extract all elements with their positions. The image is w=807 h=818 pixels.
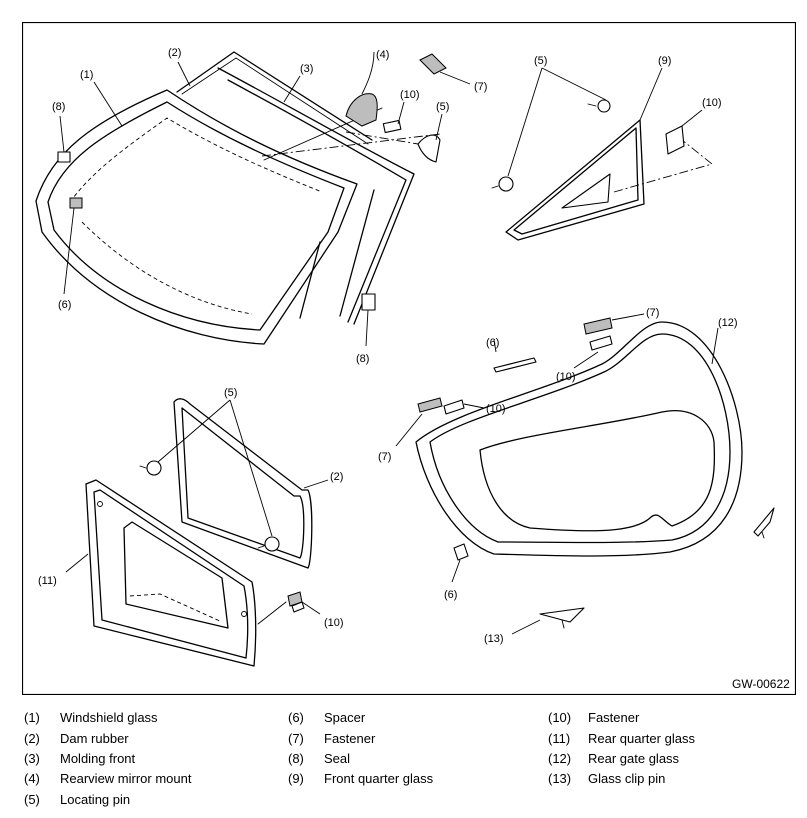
callout-10a: (10) — [400, 89, 420, 101]
glass-clip-pin — [511, 607, 585, 635]
legend-label: Rear gate glass — [588, 751, 680, 766]
callout-10c: (10) — [556, 371, 576, 383]
fastener-windshield — [382, 101, 405, 134]
rear-gate-glass — [415, 321, 743, 557]
callout-11: (11) — [38, 575, 57, 587]
legend-label: Spacer — [324, 710, 366, 725]
dam-rubber-top — [176, 51, 373, 145]
callout-10b: (10) — [702, 97, 722, 109]
callout-7b: (7) — [646, 307, 659, 319]
seal-left — [57, 115, 71, 163]
legend-number: (12) — [548, 751, 572, 766]
legend-number: (6) — [288, 710, 304, 725]
callout-10d: (10) — [486, 403, 506, 415]
leader-pin-rq-a — [157, 399, 231, 463]
leader-dam-rubber — [177, 61, 191, 87]
seal-lower — [361, 293, 376, 347]
fastener-top — [419, 53, 471, 85]
legend-label: Molding front — [60, 751, 136, 766]
dam-rubber-rear-quarter — [173, 398, 329, 569]
locating-pin-windshield — [261, 113, 443, 163]
legend-number: (3) — [24, 751, 40, 766]
callout-13: (13) — [484, 633, 504, 645]
locating-pin-front-quarter-2 — [491, 176, 514, 192]
callout-4: (4) — [376, 49, 389, 61]
legend-label: Fastener — [324, 731, 376, 746]
locating-pin-rear-quarter-1 — [139, 460, 162, 476]
callout-3: (3) — [300, 63, 313, 75]
legend-label: Glass clip pin — [588, 771, 666, 786]
legend-number: (5) — [24, 792, 40, 807]
callout-10e: (10) — [324, 617, 344, 629]
callout-12: (12) — [718, 317, 738, 329]
leader-pin-b — [507, 67, 543, 177]
legend-label: Seal — [324, 751, 351, 766]
callout-2b: (2) — [330, 471, 343, 483]
legend-label: Fastener — [588, 710, 640, 725]
rearview-mirror-mount — [345, 51, 378, 127]
windshield-glass — [35, 89, 358, 345]
callout-2a: (2) — [168, 47, 181, 59]
fastener-front-quarter — [665, 109, 703, 155]
rear-quarter-glass — [65, 479, 257, 667]
spacer-rear-gate-bottom — [451, 543, 469, 583]
callout-8a: (8) — [52, 101, 65, 113]
legend-number: (9) — [288, 771, 304, 786]
callout-1: (1) — [80, 69, 93, 81]
legend-label: Dam rubber — [60, 731, 129, 746]
legend-number: (11) — [548, 731, 571, 746]
callout-6c: (6) — [444, 589, 457, 601]
legend-number: (10) — [548, 710, 572, 725]
leader-pin-rq-b — [229, 399, 273, 537]
legend-label: Front quarter glass — [324, 771, 434, 786]
front-quarter-glass — [505, 67, 713, 241]
molding-front — [217, 67, 415, 325]
callout-5a: (5) — [436, 101, 449, 113]
callout-5b: (5) — [534, 55, 547, 67]
callout-6a: (6) — [58, 299, 71, 311]
legend-label: Windshield glass — [60, 710, 158, 725]
callout-9: (9) — [658, 55, 671, 67]
callout-7a: (7) — [474, 81, 487, 93]
locating-pin-rear-quarter-2 — [257, 536, 280, 552]
legend-number: (8) — [288, 751, 304, 766]
leader-pin-a — [541, 67, 607, 101]
figure-frame — [22, 22, 796, 695]
legend-label: Rearview mirror mount — [60, 771, 192, 786]
callout-6b: (6) — [486, 337, 499, 349]
exploded-parts-diagram: (1) (2) (3) (4) (7) (10) (5) (8) (6) (8)… — [22, 22, 796, 695]
diagram-canvas: (1) (2) (3) (4) (7) (10) (5) (8) (6) (8)… — [22, 22, 796, 695]
legend-label: Locating pin — [60, 792, 131, 807]
leader-windshield — [93, 81, 123, 127]
callout-7c: (7) — [378, 451, 391, 463]
fastener-rear-gate-right — [573, 313, 645, 369]
legend-number: (1) — [24, 710, 40, 725]
callout-5c: (5) — [224, 387, 237, 399]
legend-number: (4) — [24, 771, 40, 786]
spacer-rear-gate-top — [493, 357, 537, 373]
spacer-windshield — [63, 197, 83, 295]
legend-number: (7) — [288, 731, 304, 746]
callout-8b: (8) — [356, 353, 369, 365]
figure-id: GW-00622 — [732, 677, 790, 691]
leader-molding — [283, 75, 301, 103]
locating-pin-front-quarter-1 — [587, 99, 611, 113]
leader-rear-gate — [711, 327, 719, 365]
legend-label: Rear quarter glass — [588, 731, 695, 746]
fastener-rear-gate-left — [395, 397, 485, 447]
bracket-rear-gate-right — [753, 507, 775, 539]
leader-spacer-top — [493, 339, 497, 353]
legend-number: (2) — [24, 731, 40, 746]
fastener-rear-quarter — [257, 591, 321, 625]
parts-legend: (1) Windshield glass (2) Dam rubber (3) Mol… — [0, 706, 807, 810]
legend-number: (13) — [548, 771, 572, 786]
